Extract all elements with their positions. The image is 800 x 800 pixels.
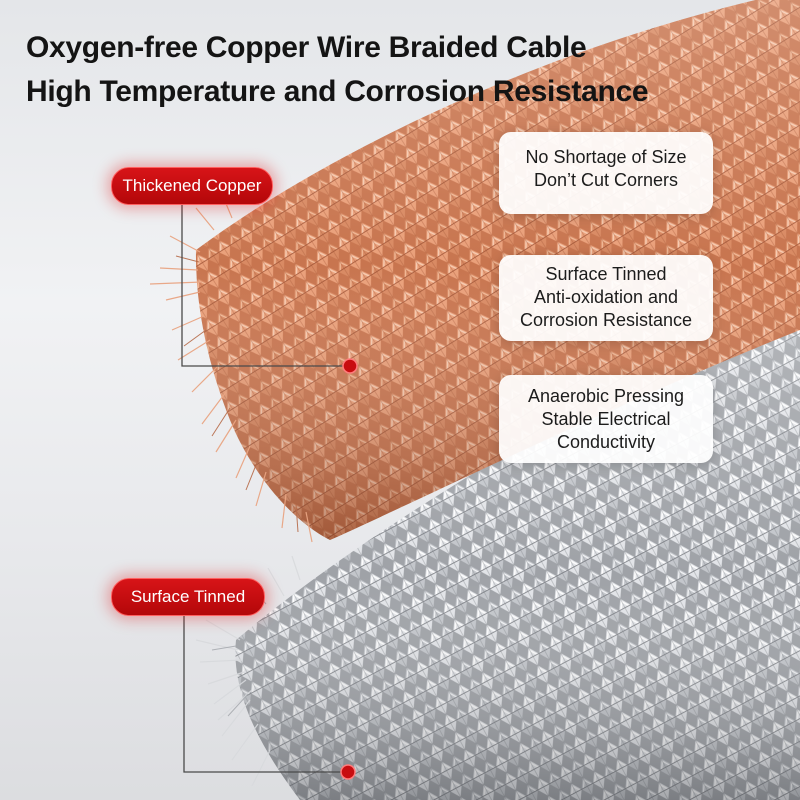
headline-line-2: High Temperature and Corrosion Resistanc…: [26, 75, 649, 108]
feature-card-line: Surface Tinned: [545, 264, 667, 284]
feature-card-line: Stable Electrical: [541, 409, 671, 429]
feature-card-line: Corrosion Resistance: [519, 310, 693, 330]
feature-card-size: No Shortage of Size Don’t Cut Corners: [499, 132, 713, 214]
feature-card-line: Anaerobic Pressing: [527, 386, 685, 406]
surface-tinned-tag: Surface Tinned: [111, 578, 265, 616]
headline-line-1: Oxygen-free Copper Wire Braided Cable: [26, 31, 587, 64]
feature-card-line: Anti-oxidation and: [533, 287, 679, 307]
headline: Oxygen-free Copper Wire Braided Cable Hi…: [26, 26, 786, 114]
copper-leader-line: [181, 200, 358, 374]
thickened-copper-tag: Thickened Copper: [111, 167, 273, 205]
feature-card-line: Don’t Cut Corners: [533, 170, 679, 190]
feature-card-line: Conductivity: [556, 432, 656, 452]
tinned-leader-line: [183, 612, 356, 780]
feature-card-line: No Shortage of Size: [525, 147, 687, 167]
feature-card-conductivity: Anaerobic Pressing Stable Electrical Con…: [499, 375, 713, 463]
feature-card-anti-oxidation: Surface Tinned Anti-oxidation and Corros…: [499, 255, 713, 341]
